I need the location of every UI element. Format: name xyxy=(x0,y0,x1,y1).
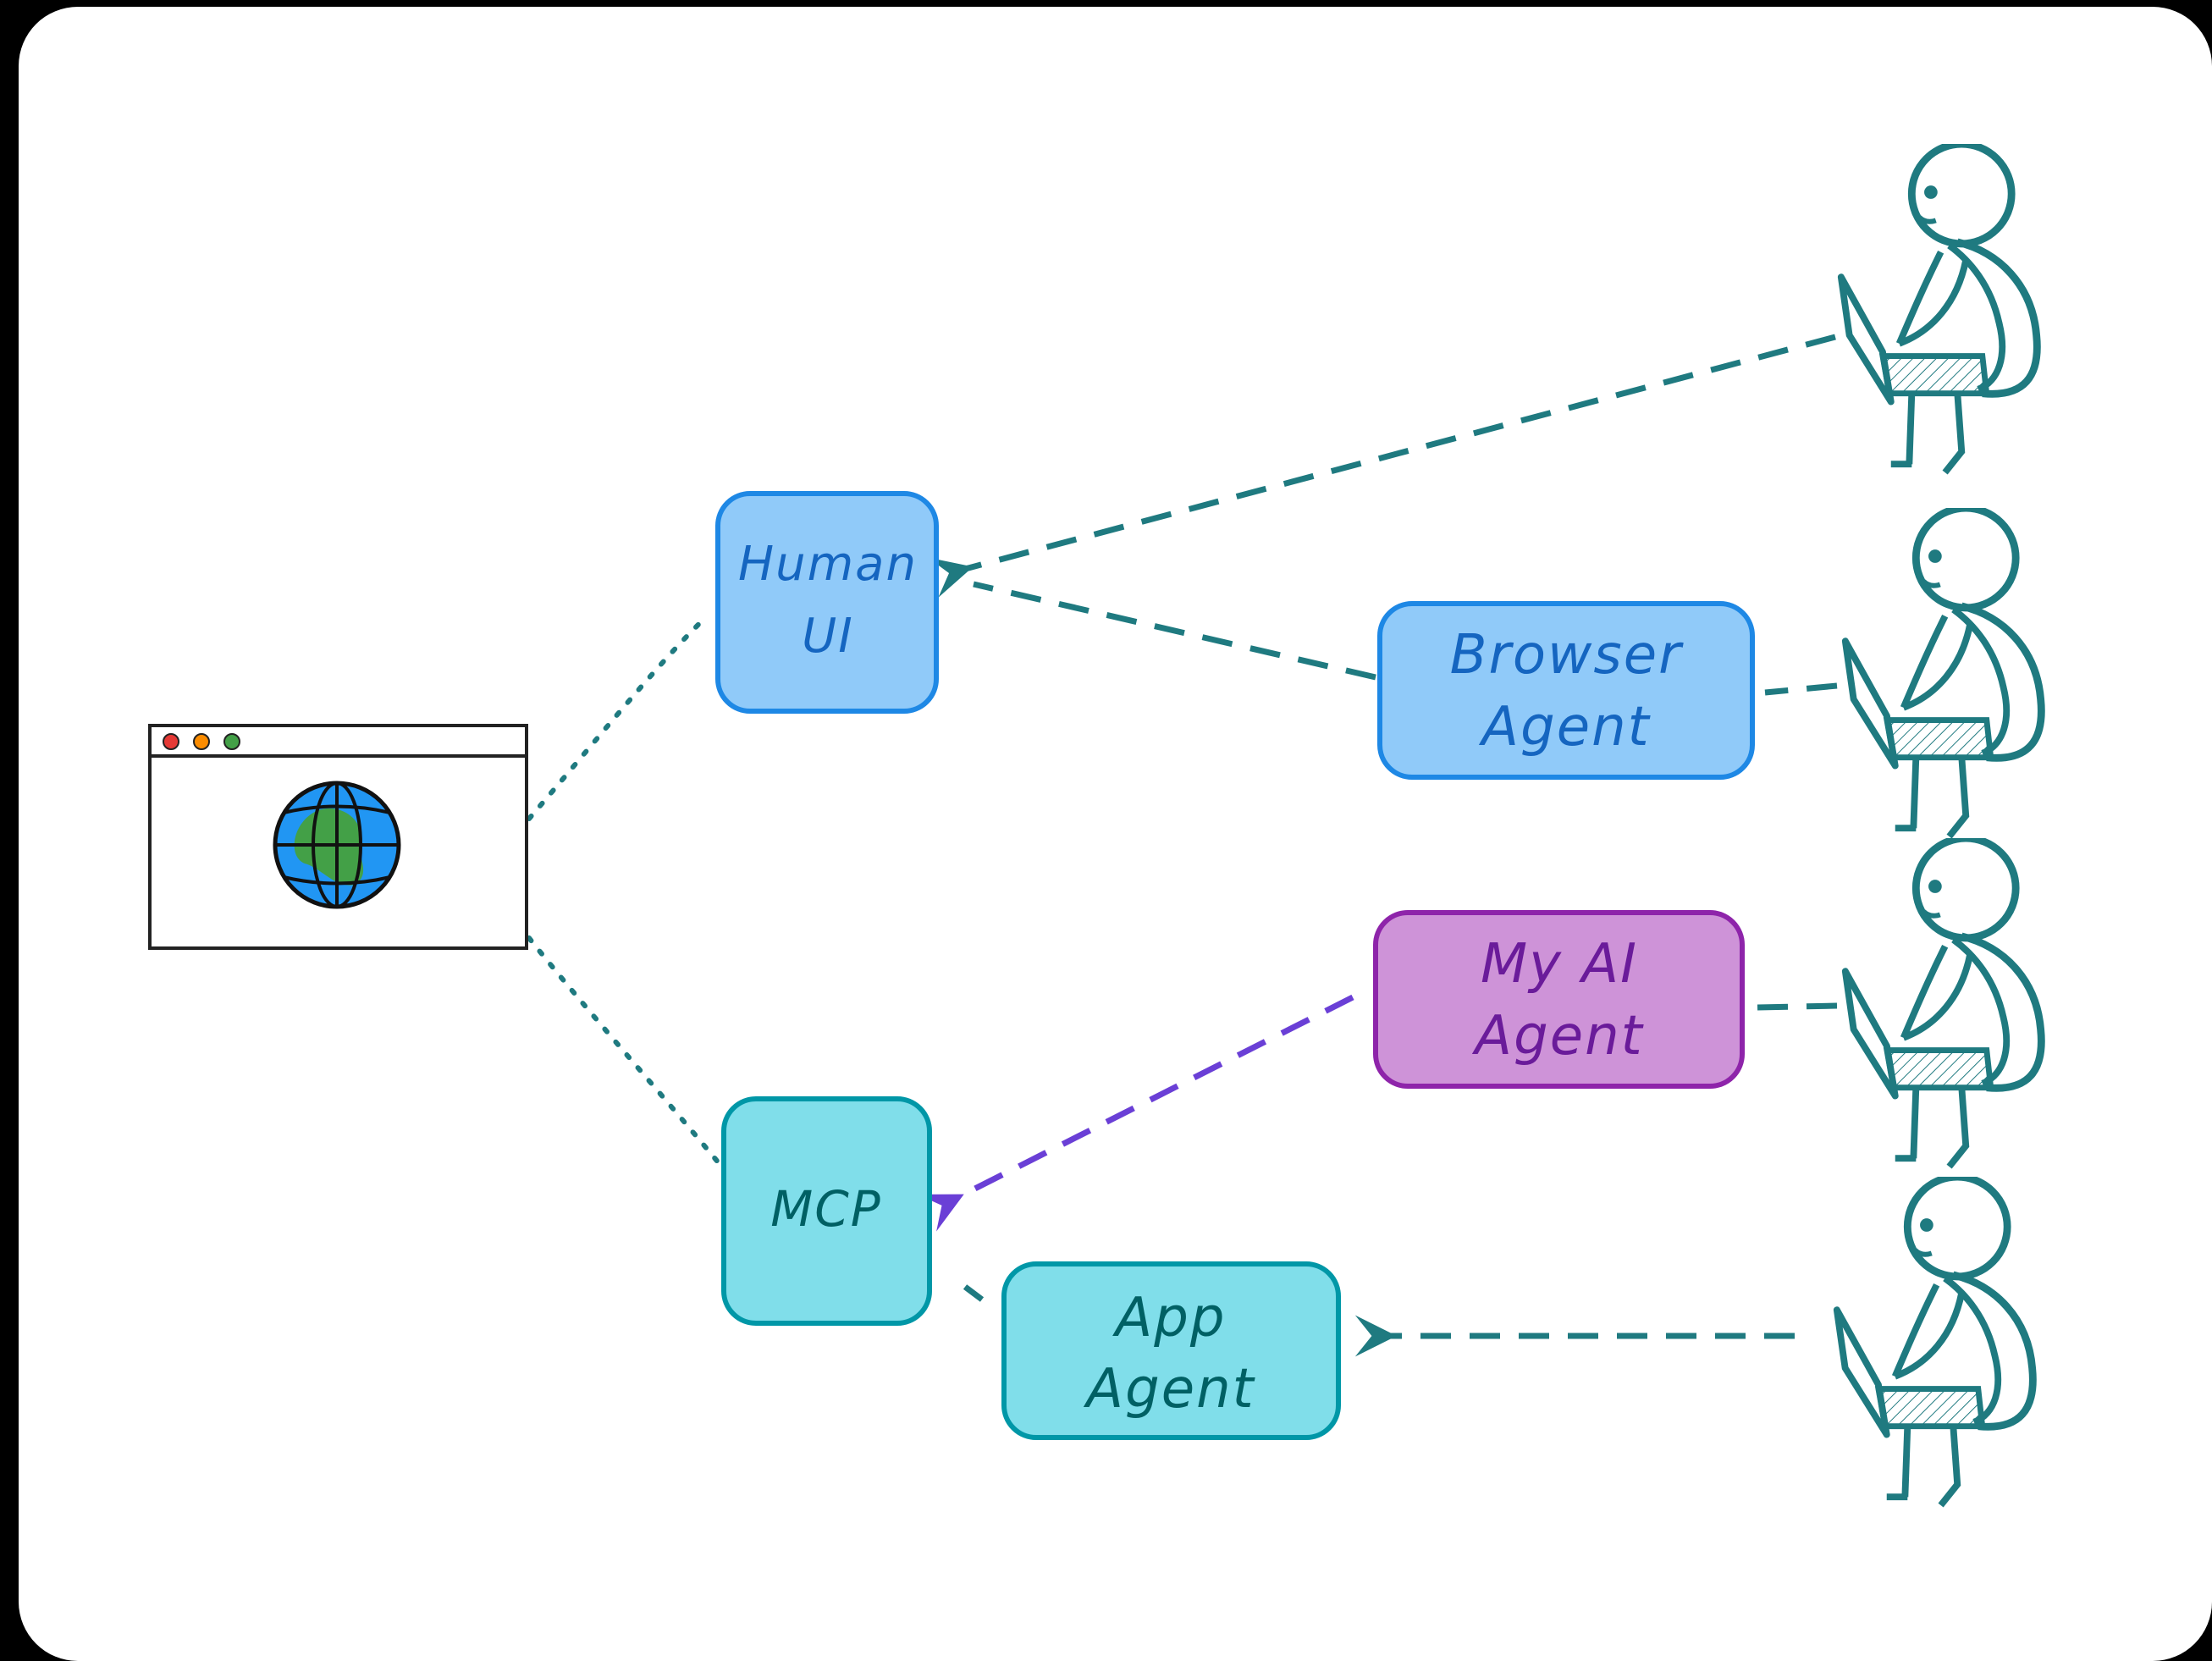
node-human-ui-line-1: Human xyxy=(738,537,918,592)
node-mcp: MCP xyxy=(721,1096,932,1326)
node-browser-agent-line-1: Browser xyxy=(1450,624,1684,687)
edge-user-2-browser-agent xyxy=(1764,682,1838,696)
close-dot-icon xyxy=(163,733,179,750)
node-app-agent-line-1: App xyxy=(1112,1287,1226,1349)
edge-website-human-ui xyxy=(527,614,709,821)
edge-my-ai-agent-mcp xyxy=(917,994,1354,1232)
browser-window-globe-icon xyxy=(148,724,528,950)
node-browser-agent-line-2: Agent xyxy=(1478,696,1651,759)
edges xyxy=(527,334,1838,1357)
edge-user-1-human-ui xyxy=(927,334,1836,598)
edge-browser-agent-human-ui xyxy=(973,581,1376,681)
globe-icon xyxy=(273,781,401,909)
node-mcp-line-1: MCP xyxy=(770,1180,882,1238)
edge-app-agent-mcp xyxy=(963,1284,985,1302)
node-my-ai-agent-line-1: My AI xyxy=(1481,933,1638,996)
edge-user-3-my-ai-agent xyxy=(1756,1002,1838,1011)
edge-website-mcp xyxy=(527,935,722,1167)
node-human-ui: Human UI xyxy=(715,491,939,714)
node-browser-agent: Browser Agent xyxy=(1377,601,1755,780)
node-app-agent-line-2: Agent xyxy=(1083,1358,1255,1421)
node-my-ai-agent-line-2: Agent xyxy=(1471,1005,1644,1068)
minimize-dot-icon xyxy=(193,733,210,750)
diagram-background xyxy=(19,7,2212,1661)
maximize-dot-icon xyxy=(223,733,240,750)
node-app-agent: App Agent xyxy=(1001,1261,1341,1440)
node-human-ui-line-2: UI xyxy=(802,609,854,664)
node-my-ai-agent: My AI Agent xyxy=(1373,910,1745,1089)
